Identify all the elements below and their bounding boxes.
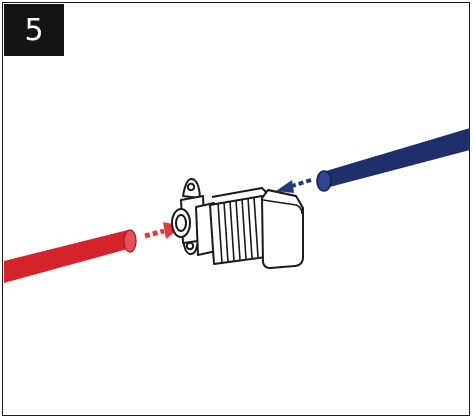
blue-tube	[316, 128, 470, 192]
red-tube	[4, 229, 137, 283]
blue-arrow-icon	[276, 178, 312, 193]
step-number: 5	[24, 12, 44, 48]
step-number-badge: 5	[4, 4, 64, 56]
connector	[171, 177, 304, 269]
